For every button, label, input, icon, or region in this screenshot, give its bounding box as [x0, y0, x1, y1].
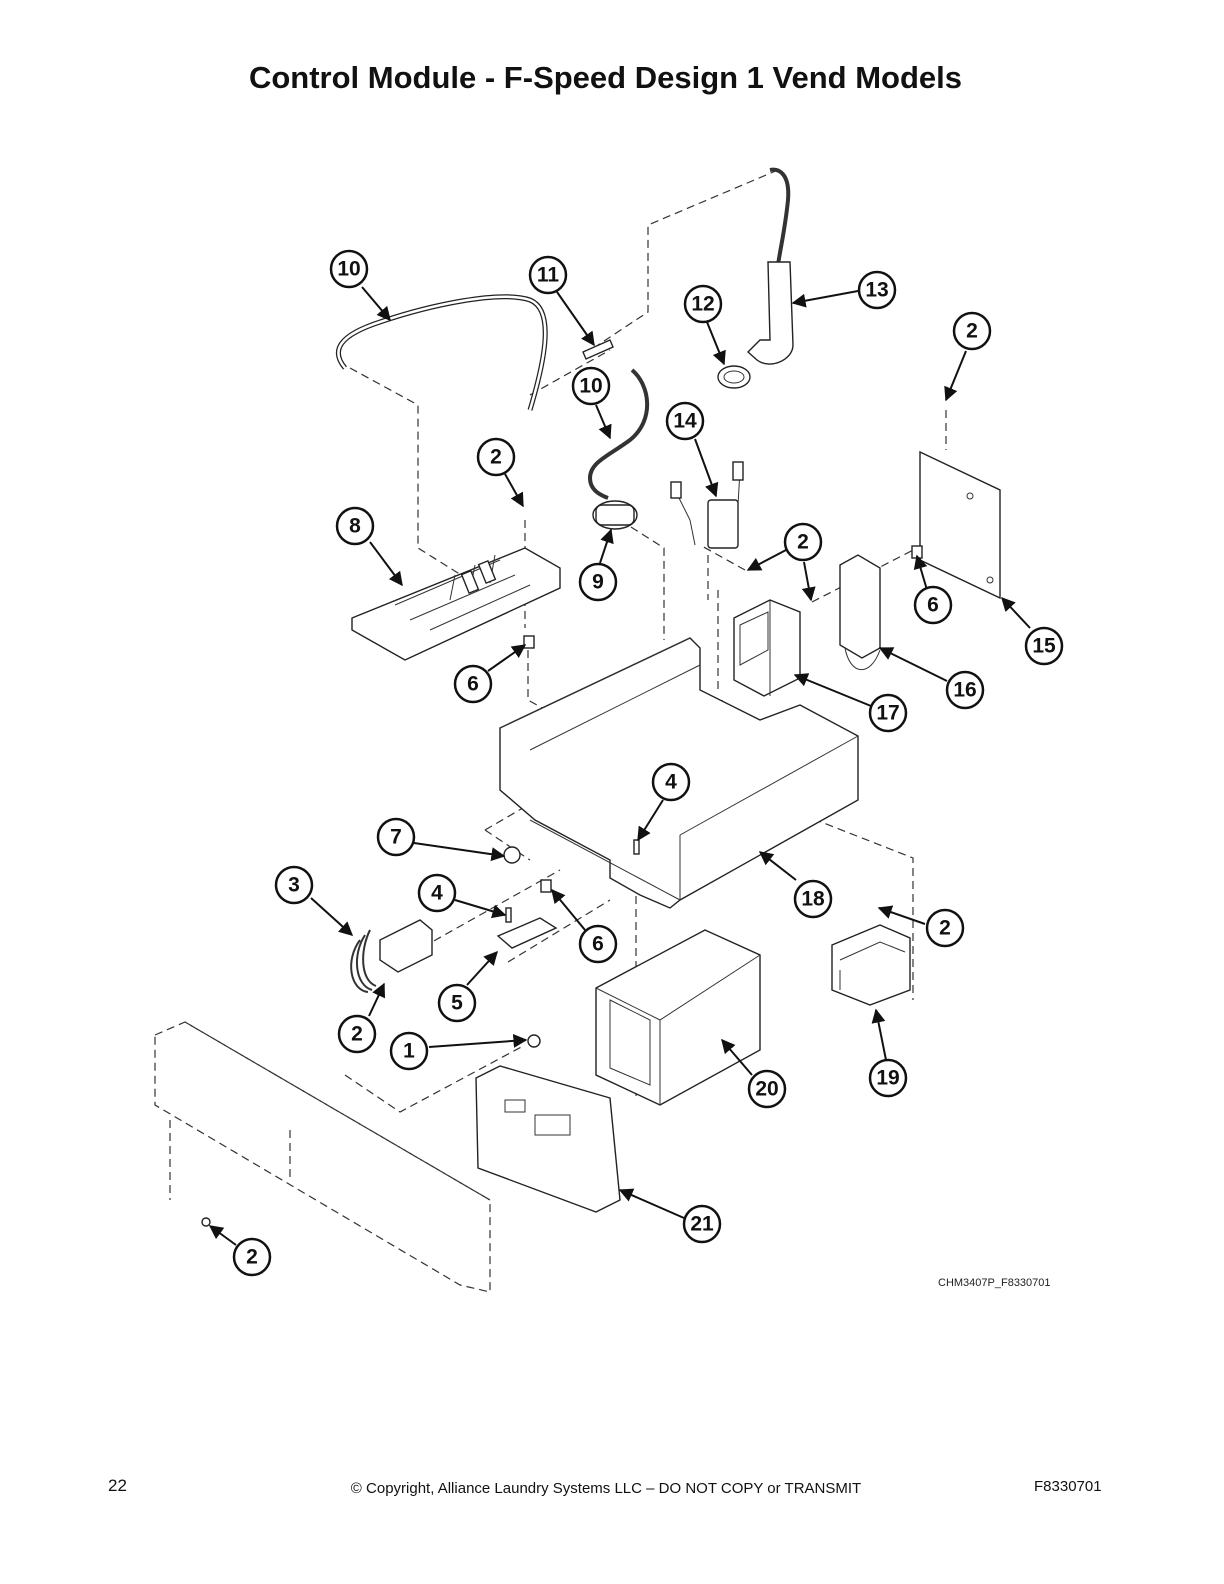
control-board	[351, 547, 561, 661]
callout-label: 5	[451, 992, 463, 1015]
callout-label: 19	[876, 1067, 899, 1090]
callout-label: 6	[927, 594, 939, 617]
hose-clamp	[717, 365, 751, 389]
power-transformer	[831, 924, 911, 1006]
hose-lower	[587, 368, 650, 500]
callout-13: 13	[857, 270, 897, 310]
callout-label: 6	[467, 673, 479, 696]
callout-16: 16	[945, 670, 985, 710]
callout-label: 4	[665, 771, 677, 794]
callout-8: 8	[335, 506, 375, 546]
box-enclosure	[595, 929, 761, 1106]
callout-label: 2	[490, 446, 502, 469]
callout-6: 6	[578, 924, 618, 964]
callout-18: 18	[793, 879, 833, 919]
callout-2: 2	[476, 437, 516, 477]
callout-label: 12	[691, 293, 714, 316]
callout-4: 4	[417, 873, 457, 913]
callout-label: 11	[537, 264, 560, 287]
callout-label: 14	[673, 410, 697, 433]
callout-label: 2	[797, 531, 809, 554]
hose-connector	[582, 339, 614, 360]
copyright-notice: © Copyright, Alliance Laundry Systems LL…	[350, 1480, 862, 1497]
callout-label: 8	[349, 515, 361, 538]
callout-14: 14	[665, 401, 705, 441]
callout-2: 2	[783, 522, 823, 562]
callout-2: 2	[925, 908, 965, 948]
callout-1: 1	[389, 1031, 429, 1071]
callout-label: 2	[351, 1023, 363, 1046]
page-title: Control Module - F-Speed Design 1 Vend M…	[248, 60, 963, 95]
callout-label: 1	[403, 1040, 415, 1063]
figure-id: CHM3407P_F8330701	[938, 1277, 1051, 1289]
screw-a	[633, 839, 640, 855]
callout-11: 11	[528, 255, 568, 295]
ui-board	[475, 1065, 621, 1213]
callout-20: 20	[747, 1069, 787, 1109]
air-trap	[746, 261, 794, 365]
motor-drive	[733, 599, 801, 697]
callout-label: 20	[755, 1078, 778, 1101]
callout-2: 2	[232, 1237, 272, 1277]
callout-12: 12	[683, 284, 723, 324]
callout-label: 4	[431, 882, 443, 905]
clip-a	[523, 635, 535, 649]
clip-c	[540, 879, 552, 893]
callout-label: 7	[390, 826, 402, 849]
page-number: 22	[108, 1476, 127, 1495]
callout-label: 3	[288, 874, 300, 897]
relay-harness	[707, 499, 739, 549]
callout-3: 3	[274, 865, 314, 905]
callout-6: 6	[913, 585, 953, 625]
knob	[527, 1034, 541, 1048]
grommet	[503, 846, 521, 864]
callout-label: 15	[1032, 635, 1056, 658]
hose-upper	[335, 294, 548, 411]
callout-label: 16	[953, 679, 976, 702]
callout-6: 6	[453, 664, 493, 704]
bracket	[496, 917, 558, 949]
console-panel-outline	[154, 1021, 491, 1293]
mounting-plate	[919, 450, 1001, 600]
callout-5: 5	[437, 983, 477, 1023]
callout-10: 10	[571, 366, 611, 406]
callout-19: 19	[868, 1058, 908, 1098]
callout-label: 17	[876, 702, 899, 725]
line-filter	[839, 554, 881, 659]
callout-label: 18	[801, 888, 825, 911]
transformer	[379, 919, 433, 973]
callout-2: 2	[337, 1014, 377, 1054]
document-code: F8330701	[1034, 1478, 1102, 1495]
callout-17: 17	[868, 693, 908, 733]
air-trap-tube	[769, 167, 791, 266]
callout-label: 2	[939, 917, 951, 940]
screw-b	[505, 907, 512, 923]
callout-label: 10	[337, 258, 360, 281]
callout-leaders	[208, 286, 1031, 1246]
callout-10: 10	[329, 249, 369, 289]
callout-label: 2	[246, 1246, 258, 1269]
callout-label: 9	[592, 571, 604, 594]
callout-label: 10	[579, 375, 602, 398]
callout-2: 2	[952, 311, 992, 351]
callout-21: 21	[682, 1204, 722, 1244]
screw-panel	[201, 1217, 211, 1227]
callout-9: 9	[578, 562, 618, 602]
callout-4: 4	[651, 762, 691, 802]
callout-label: 13	[865, 279, 888, 302]
callout-label: 2	[966, 320, 978, 343]
callout-label: 21	[690, 1213, 714, 1236]
callout-label: 6	[592, 933, 604, 956]
callout-15: 15	[1024, 626, 1064, 666]
callout-7: 7	[376, 817, 416, 857]
